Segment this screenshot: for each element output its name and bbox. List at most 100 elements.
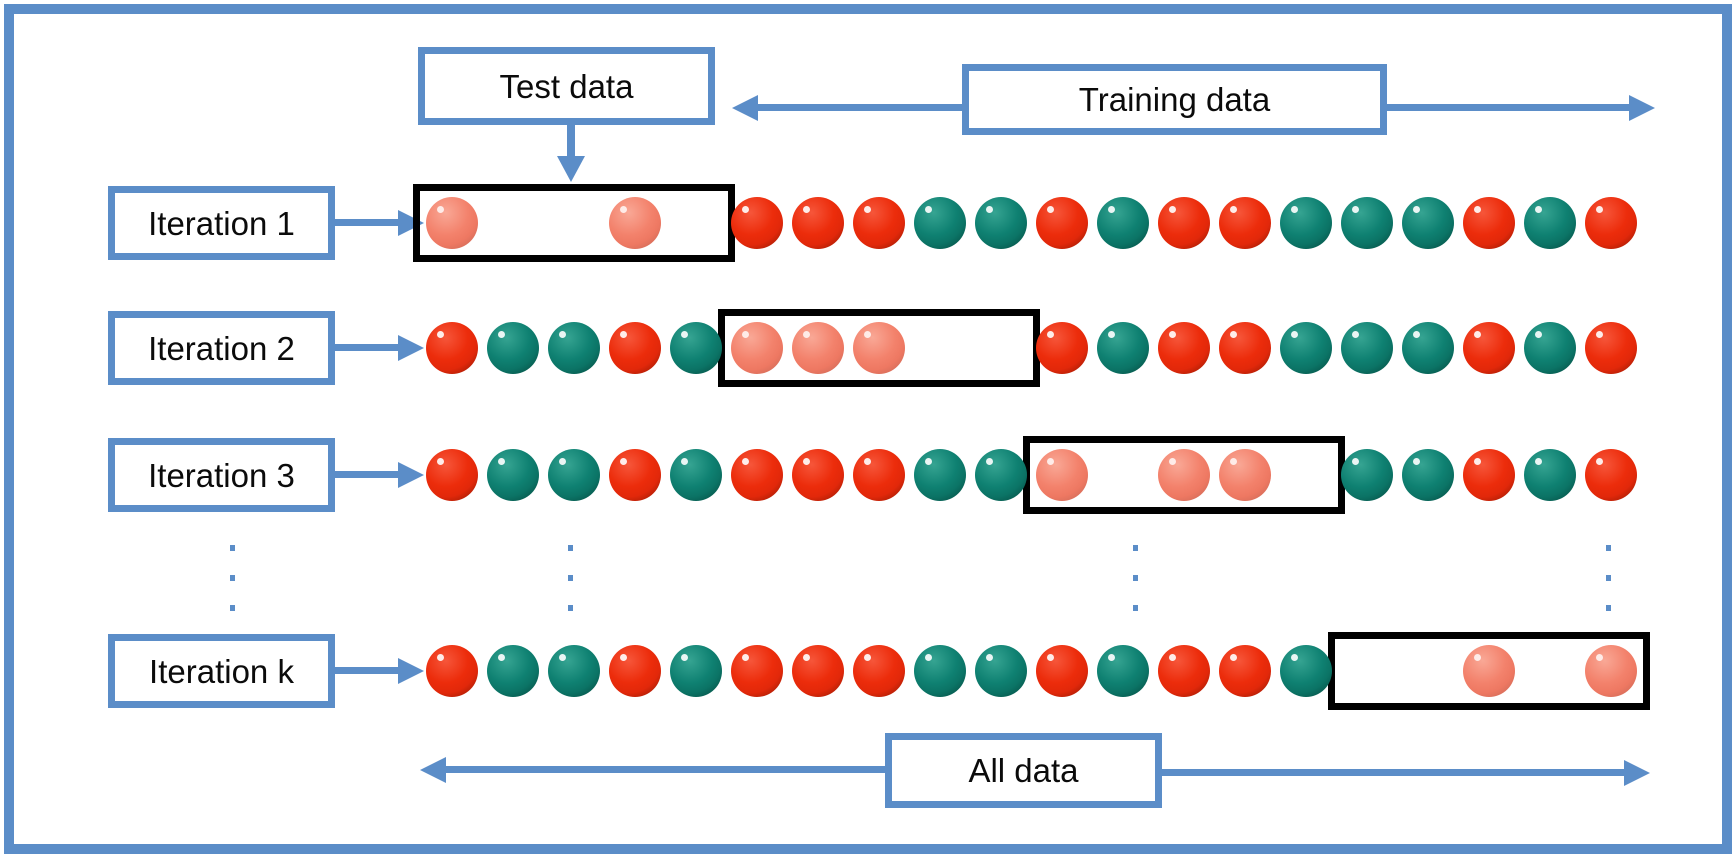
training-ball	[1524, 197, 1576, 249]
training-arrow-right-shaft	[1387, 104, 1631, 111]
training-ball	[1280, 645, 1332, 697]
ellipsis-dot	[1133, 605, 1138, 611]
all-data-label: All data	[968, 752, 1079, 789]
training-data-box: Training data	[962, 64, 1387, 135]
ellipsis-dot	[230, 605, 235, 611]
training-ball	[853, 645, 905, 697]
test-ball	[914, 322, 966, 374]
test-data-box: Test data	[418, 47, 715, 125]
training-ball	[731, 645, 783, 697]
iteration-label: Iteration 3	[148, 456, 295, 494]
training-ball	[1585, 449, 1637, 501]
training-ball	[914, 197, 966, 249]
training-data-label: Training data	[1078, 81, 1271, 118]
training-ball	[670, 645, 722, 697]
test-data-arrow-down-icon	[557, 156, 585, 182]
training-ball	[487, 322, 539, 374]
training-ball	[609, 449, 661, 501]
ellipsis-dot	[230, 545, 235, 551]
test-data-arrow-shaft	[567, 125, 575, 158]
training-ball	[792, 449, 844, 501]
training-ball	[975, 197, 1027, 249]
training-ball	[1585, 197, 1637, 249]
test-ball	[670, 197, 722, 249]
training-ball	[1524, 449, 1576, 501]
iteration-label-box: Iteration 2	[108, 311, 335, 385]
ellipsis-dot	[230, 575, 235, 581]
training-ball	[1036, 322, 1088, 374]
training-ball	[1341, 197, 1393, 249]
test-ball	[975, 322, 1027, 374]
training-ball	[1158, 322, 1210, 374]
training-ball	[914, 449, 966, 501]
training-ball	[975, 645, 1027, 697]
iteration-arrow-shaft	[335, 219, 400, 226]
training-ball	[1341, 322, 1393, 374]
all-data-arrow-left-shaft	[444, 766, 885, 773]
training-ball	[426, 449, 478, 501]
training-ball	[1280, 197, 1332, 249]
training-ball	[670, 322, 722, 374]
test-ball	[1097, 449, 1149, 501]
training-ball	[1524, 322, 1576, 374]
test-ball	[1158, 449, 1210, 501]
test-ball	[1524, 645, 1576, 697]
ellipsis-dot	[1606, 605, 1611, 611]
training-ball	[1097, 197, 1149, 249]
training-ball	[731, 449, 783, 501]
iteration-arrow-right-icon	[398, 462, 424, 488]
test-ball	[853, 322, 905, 374]
test-ball	[1036, 449, 1088, 501]
test-data-label: Test data	[499, 67, 634, 105]
training-arrow-right-icon	[1629, 95, 1655, 121]
training-ball	[548, 645, 600, 697]
test-ball	[731, 322, 783, 374]
training-ball	[1341, 449, 1393, 501]
outer-border-frame	[4, 4, 1732, 854]
ellipsis-dot	[1133, 575, 1138, 581]
all-data-arrow-right-shaft	[1162, 769, 1626, 776]
training-ball	[1219, 197, 1271, 249]
training-ball	[487, 449, 539, 501]
training-ball	[670, 449, 722, 501]
test-ball	[1280, 449, 1332, 501]
iteration-label: Iteration 1	[148, 204, 295, 242]
training-ball	[609, 645, 661, 697]
training-ball	[426, 645, 478, 697]
ellipsis-dot	[568, 605, 573, 611]
iteration-arrow-shaft	[335, 344, 400, 351]
training-ball	[1097, 645, 1149, 697]
test-ball	[792, 322, 844, 374]
test-ball	[548, 197, 600, 249]
test-ball	[1219, 449, 1271, 501]
test-ball	[1463, 645, 1515, 697]
training-ball	[426, 322, 478, 374]
training-ball	[975, 449, 1027, 501]
test-ball	[1585, 645, 1637, 697]
training-ball	[1463, 197, 1515, 249]
training-arrow-left-icon	[732, 95, 758, 121]
training-ball	[853, 197, 905, 249]
training-arrow-left-shaft	[756, 104, 962, 111]
training-ball	[1585, 322, 1637, 374]
ellipsis-dot	[1606, 575, 1611, 581]
training-ball	[731, 197, 783, 249]
training-ball	[914, 645, 966, 697]
iteration-label: Iteration k	[149, 652, 294, 690]
ellipsis-dot	[568, 545, 573, 551]
test-ball	[609, 197, 661, 249]
training-ball	[1463, 322, 1515, 374]
test-ball	[1402, 645, 1454, 697]
all-data-box: All data	[885, 733, 1162, 808]
training-ball	[1219, 645, 1271, 697]
iteration-arrow-shaft	[335, 471, 400, 478]
training-ball	[1158, 645, 1210, 697]
training-ball	[548, 449, 600, 501]
iteration-arrow-right-icon	[398, 658, 424, 684]
training-ball	[548, 322, 600, 374]
training-ball	[1097, 322, 1149, 374]
ellipsis-dot	[1606, 545, 1611, 551]
training-ball	[1463, 449, 1515, 501]
ellipsis-dot	[568, 575, 573, 581]
